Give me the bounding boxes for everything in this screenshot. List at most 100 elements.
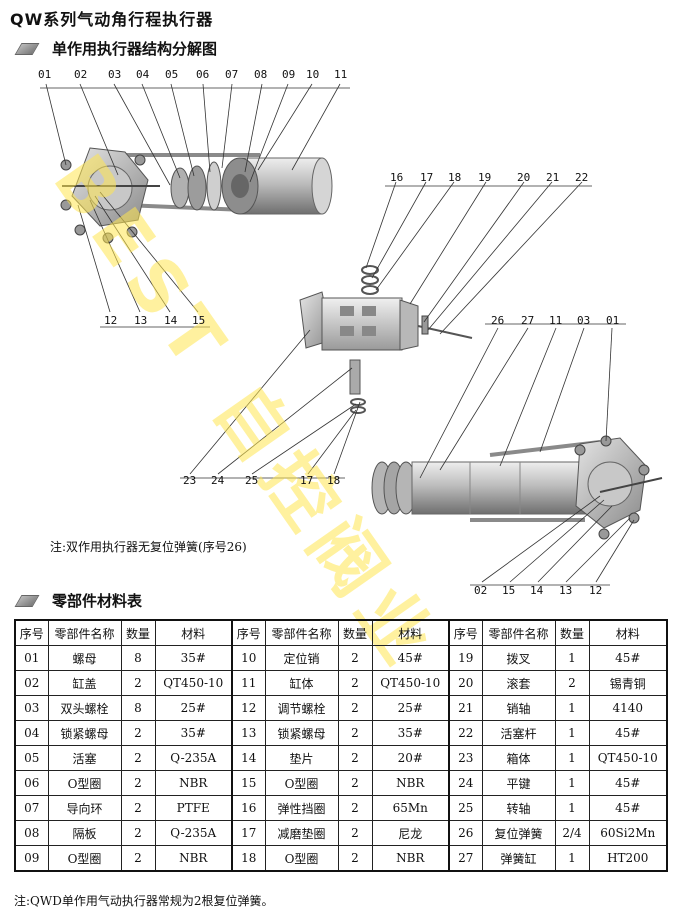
table-cell: 35# bbox=[154, 720, 233, 746]
callout-number: 01 bbox=[606, 314, 620, 327]
callout-number: 14 bbox=[164, 314, 178, 327]
table-header-cell: 序号 bbox=[448, 619, 483, 646]
section-header-exploded-view: 单作用执行器结构分解图 bbox=[14, 38, 217, 59]
table-cell: 销轴 bbox=[481, 695, 556, 721]
table-cell: 01 bbox=[14, 645, 49, 671]
callout-number: 08 bbox=[254, 68, 268, 81]
table-cell: 05 bbox=[14, 745, 49, 771]
callout-number: 18 bbox=[327, 474, 341, 487]
table-cell: NBR bbox=[154, 845, 233, 872]
table-cell: 定位销 bbox=[264, 645, 339, 671]
table-cell: 活塞杆 bbox=[481, 720, 556, 746]
table-cell: 35# bbox=[371, 720, 450, 746]
table-cell: 45# bbox=[588, 645, 668, 671]
table-cell: 2/4 bbox=[554, 820, 590, 846]
callout-number: 25 bbox=[245, 474, 259, 487]
table-cell: 1 bbox=[554, 795, 590, 821]
table-cell: 缸盖 bbox=[47, 670, 122, 696]
table-cell: 17 bbox=[231, 820, 266, 846]
table-cell: 弹簧缸 bbox=[481, 845, 556, 872]
callout-number: 13 bbox=[134, 314, 148, 327]
table-header-cell: 零部件名称 bbox=[264, 619, 339, 646]
table-cell: 2 bbox=[554, 670, 590, 696]
table-cell: 2 bbox=[337, 720, 373, 746]
table-cell: 垫片 bbox=[264, 745, 339, 771]
table-cell: 09 bbox=[14, 845, 49, 872]
table-cell: 06 bbox=[14, 770, 49, 796]
table-cell: 12 bbox=[231, 695, 266, 721]
table-cell: 导向环 bbox=[47, 795, 122, 821]
table-cell: Q-235A bbox=[154, 745, 233, 771]
table-header-cell: 材料 bbox=[588, 619, 668, 646]
table-cell: 双头螺栓 bbox=[47, 695, 122, 721]
callout-number: 11 bbox=[334, 68, 348, 81]
callout-number: 24 bbox=[211, 474, 225, 487]
table-cell: QT450-10 bbox=[371, 670, 450, 696]
table-header-cell: 数量 bbox=[554, 619, 590, 646]
table-cell: 锁紧螺母 bbox=[47, 720, 122, 746]
callout-number: 22 bbox=[575, 171, 589, 184]
callout-number: 23 bbox=[183, 474, 197, 487]
table-cell: 调节螺栓 bbox=[264, 695, 339, 721]
table-cell: NBR bbox=[371, 845, 450, 872]
table-cell: 23 bbox=[448, 745, 483, 771]
callout-number: 06 bbox=[196, 68, 210, 81]
callout-number: 05 bbox=[165, 68, 179, 81]
table-cell: 1 bbox=[554, 845, 590, 872]
table-cell: NBR bbox=[371, 770, 450, 796]
callout-number: 10 bbox=[306, 68, 320, 81]
table-cell: 隔板 bbox=[47, 820, 122, 846]
table-cell: 16 bbox=[231, 795, 266, 821]
table-cell: 20# bbox=[371, 745, 450, 771]
leader-lines bbox=[40, 83, 635, 586]
callout-number: 12 bbox=[104, 314, 118, 327]
callout-number: 12 bbox=[589, 584, 603, 597]
table-header-cell: 零部件名称 bbox=[47, 619, 122, 646]
table-cell: 08 bbox=[14, 820, 49, 846]
table-cell: 07 bbox=[14, 795, 49, 821]
table-cell: 45# bbox=[588, 795, 668, 821]
table-cell: 4140 bbox=[588, 695, 668, 721]
table-cell: 缸体 bbox=[264, 670, 339, 696]
note-double-acting: 注:双作用执行器无复位弹簧(序号26) bbox=[50, 540, 247, 554]
callout-number: 01 bbox=[38, 68, 52, 81]
table-header-cell: 数量 bbox=[120, 619, 156, 646]
table-cell: 2 bbox=[120, 795, 156, 821]
table-cell: QT450-10 bbox=[588, 745, 668, 771]
table-cell: 2 bbox=[337, 670, 373, 696]
table-cell: 弹性挡圈 bbox=[264, 795, 339, 821]
callout-number: 03 bbox=[577, 314, 591, 327]
table-cell: 45# bbox=[588, 720, 668, 746]
table-cell: 拨叉 bbox=[481, 645, 556, 671]
exploded-view-diagram bbox=[40, 83, 663, 586]
callout-number: 02 bbox=[474, 584, 488, 597]
callout-number: 27 bbox=[521, 314, 535, 327]
callout-number: 13 bbox=[559, 584, 573, 597]
table-cell: O型圈 bbox=[47, 770, 122, 796]
table-cell: 45# bbox=[371, 645, 450, 671]
callout-number: 20 bbox=[517, 171, 531, 184]
table-header-row: 序号零部件名称数量材料序号零部件名称数量材料序号零部件名称数量材料 bbox=[14, 619, 668, 646]
table-cell: 8 bbox=[120, 695, 156, 721]
callout-number: 17 bbox=[300, 474, 314, 487]
table-header-cell: 数量 bbox=[337, 619, 373, 646]
table-header-cell: 序号 bbox=[14, 619, 49, 646]
callout-number: 14 bbox=[530, 584, 544, 597]
table-cell: 25 bbox=[448, 795, 483, 821]
table-cell: Q-235A bbox=[154, 820, 233, 846]
table-cell: 25# bbox=[154, 695, 233, 721]
table-cell: QT450-10 bbox=[154, 670, 233, 696]
callout-number: 18 bbox=[448, 171, 462, 184]
table-cell: 1 bbox=[554, 645, 590, 671]
callout-number: 09 bbox=[282, 68, 296, 81]
table-cell: 11 bbox=[231, 670, 266, 696]
table-cell: 滚套 bbox=[481, 670, 556, 696]
callout-number: 19 bbox=[478, 171, 492, 184]
table-cell: 04 bbox=[14, 720, 49, 746]
table-cell: HT200 bbox=[588, 845, 668, 872]
table-cell: 2 bbox=[337, 795, 373, 821]
